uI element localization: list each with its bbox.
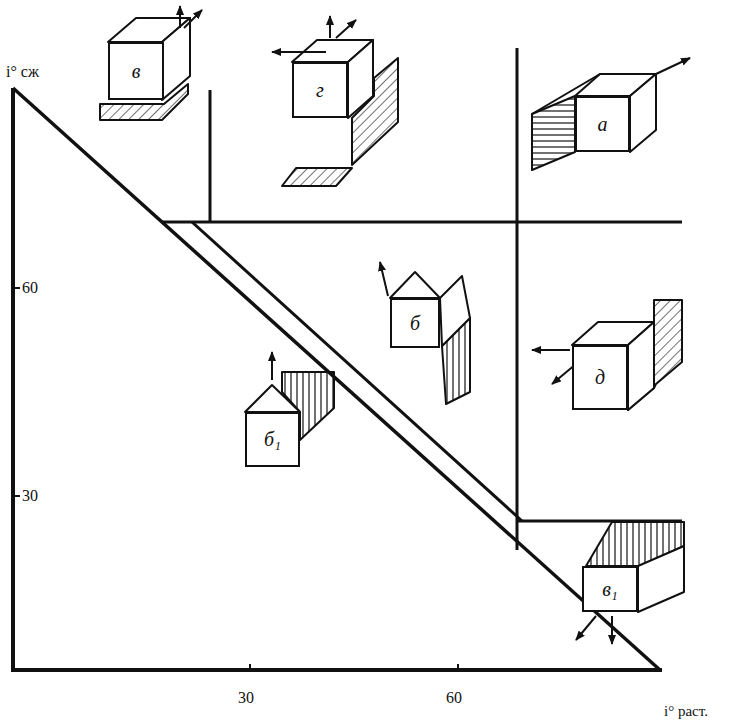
tick-label: 60 [22,280,38,296]
block-face: в [108,42,164,100]
axis-label: i° сж [6,64,39,80]
block-face: в₁ [582,566,638,612]
axis-label: i° раст. [664,704,708,719]
block-letter: в₁ [602,578,618,601]
block-face: д [572,345,628,410]
block-letter: д [595,366,605,389]
tick-label: 30 [238,690,254,706]
block-letter: б₁ [264,428,281,451]
block-letter: а [598,113,608,136]
block-face: г [292,62,348,118]
block-letter: г [316,79,324,102]
tick-label: 30 [22,488,38,504]
block-letter: в [132,60,141,83]
block-letter: б [410,312,420,335]
tick-label: 60 [446,690,462,706]
block-figures [100,6,690,644]
block-face: б₁ [245,412,300,467]
block-face: а [575,96,630,152]
axes [11,48,682,670]
block-face: б [390,298,440,348]
